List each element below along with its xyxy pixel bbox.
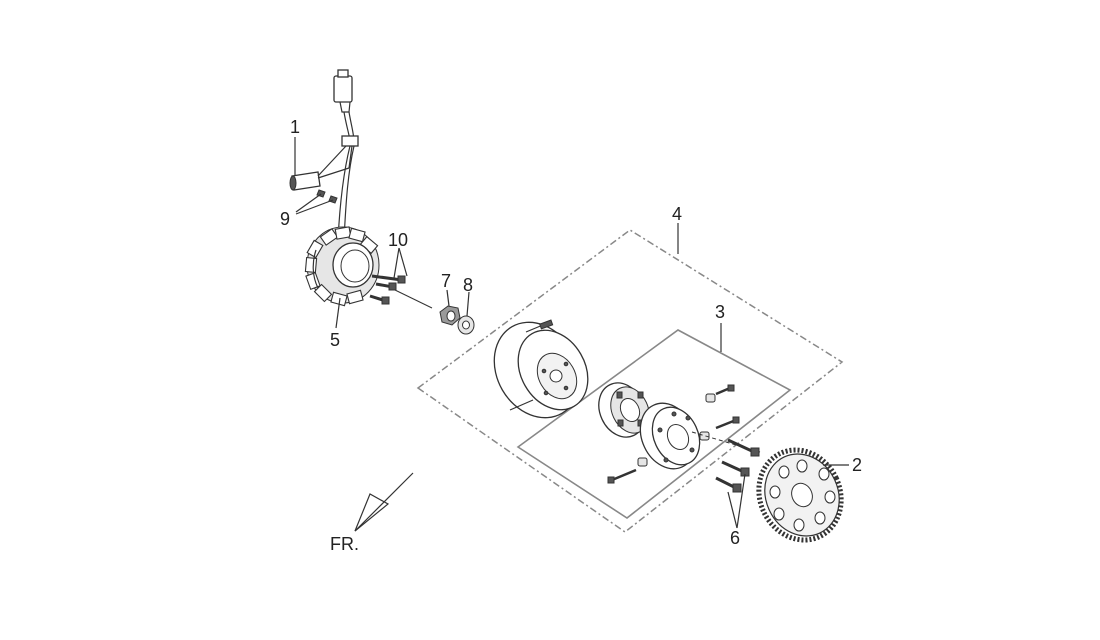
part-7-nut [439,305,461,326]
harness-connector [333,75,353,103]
callout-1: 1 [290,117,300,137]
callout-3: 3 [715,302,725,322]
part-9-screws [316,189,338,204]
callout-4: 4 [672,204,682,224]
assembly-3-solid-box [516,329,792,519]
one-way-clutch-body [639,402,701,470]
stator-wire-harness [333,69,359,241]
part-2-starter-gear [756,447,844,543]
callout-8: 8 [463,275,473,295]
callout-6: 6 [730,528,740,548]
callout-7: 7 [441,271,451,291]
callout-2: 2 [852,455,862,475]
part-1-pulser-sensor [289,145,353,191]
part-10-stator-bolts [369,274,433,309]
flywheel-rotor [493,319,589,419]
front-direction-indicator: FR. [330,472,414,554]
callout-10: 10 [388,230,408,250]
clutch-rollers-and-bolts [607,384,761,484]
starter-clutch-hub [598,382,650,438]
part-8-washer [457,315,475,335]
leader-lines [294,137,849,529]
front-label: FR. [330,534,359,554]
callout-9: 9 [280,209,290,229]
part-6-clutch-bolts [715,438,760,493]
part-5-stator [304,226,380,307]
callout-5: 5 [330,330,340,350]
callout-labels: 1 2 3 4 5 6 7 8 9 10 [280,117,862,548]
assembly-4-dashed-box [416,229,844,533]
